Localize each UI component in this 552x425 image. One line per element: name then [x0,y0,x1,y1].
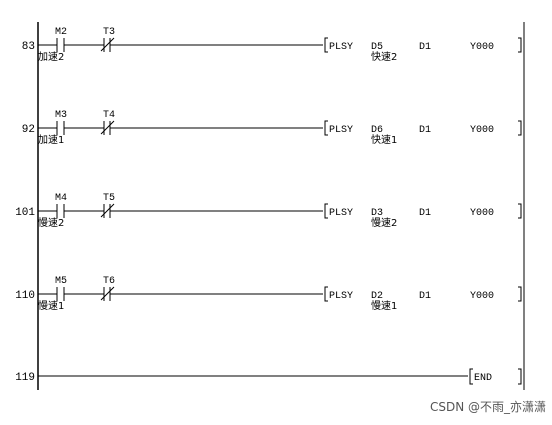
end-step-number: 119 [15,372,35,384]
instruction-op: PLSY [329,208,353,219]
contact-device: M3 [55,110,67,121]
operand-1-comment: 慢速1 [371,300,397,312]
instruction-operand-2: D1 [419,125,431,136]
step-number: 83 [22,41,35,53]
instruction-operand-3: Y000 [470,291,494,302]
nc-contact-slash [100,286,115,301]
contact-device: M5 [55,276,67,287]
instruction-operand-1: D3 [371,208,383,219]
contact-comment: 加速2 [38,51,64,63]
nc-contact-device: T6 [103,276,115,287]
operand-1-comment: 快速2 [371,51,397,63]
nc-contact-slash [100,203,115,218]
operand-1-comment: 快速1 [371,134,397,146]
end-left-bracket [469,368,473,385]
step-number: 110 [15,290,35,302]
watermark: CSDN @不雨_亦潇潇 [429,400,546,414]
instruction-right-bracket [518,120,522,136]
nc-contact-device: T3 [103,27,115,38]
nc-contact-device: T4 [103,110,115,121]
contact-device: M4 [55,193,67,204]
end-right-bracket [518,368,522,385]
contact-comment: 慢速1 [38,300,64,312]
nc-contact-device: T5 [103,193,115,204]
instruction-operand-2: D1 [419,42,431,53]
contact-comment: 加速1 [38,134,64,146]
instruction-right-bracket [518,37,522,53]
instruction-op: PLSY [329,42,353,53]
instruction-operand-1: D2 [371,291,383,302]
contact-comment: 慢速2 [38,217,64,229]
instruction-operand-1: D6 [371,125,383,136]
instruction-operand-3: Y000 [470,208,494,219]
end-rung[interactable]: 119 END [15,368,522,385]
instruction-left-bracket [324,37,328,53]
instruction-operand-3: Y000 [470,125,494,136]
step-number: 101 [15,207,35,219]
instruction-right-bracket [518,203,522,219]
contact-device: M2 [55,27,67,38]
nc-contact-slash [100,120,115,135]
nc-contact-slash [100,37,115,52]
instruction-left-bracket [324,120,328,136]
instruction-operand-1: D5 [371,42,383,53]
instruction-right-bracket [518,286,522,302]
instruction-operand-3: Y000 [470,42,494,53]
instruction-operand-2: D1 [419,208,431,219]
instruction-op: PLSY [329,125,353,136]
instruction-operand-2: D1 [419,291,431,302]
instruction-left-bracket [324,286,328,302]
instruction-left-bracket [324,203,328,219]
operand-1-comment: 慢速2 [371,217,397,229]
step-number: 92 [22,124,35,136]
end-instruction: END [474,373,492,384]
instruction-op: PLSY [329,291,353,302]
